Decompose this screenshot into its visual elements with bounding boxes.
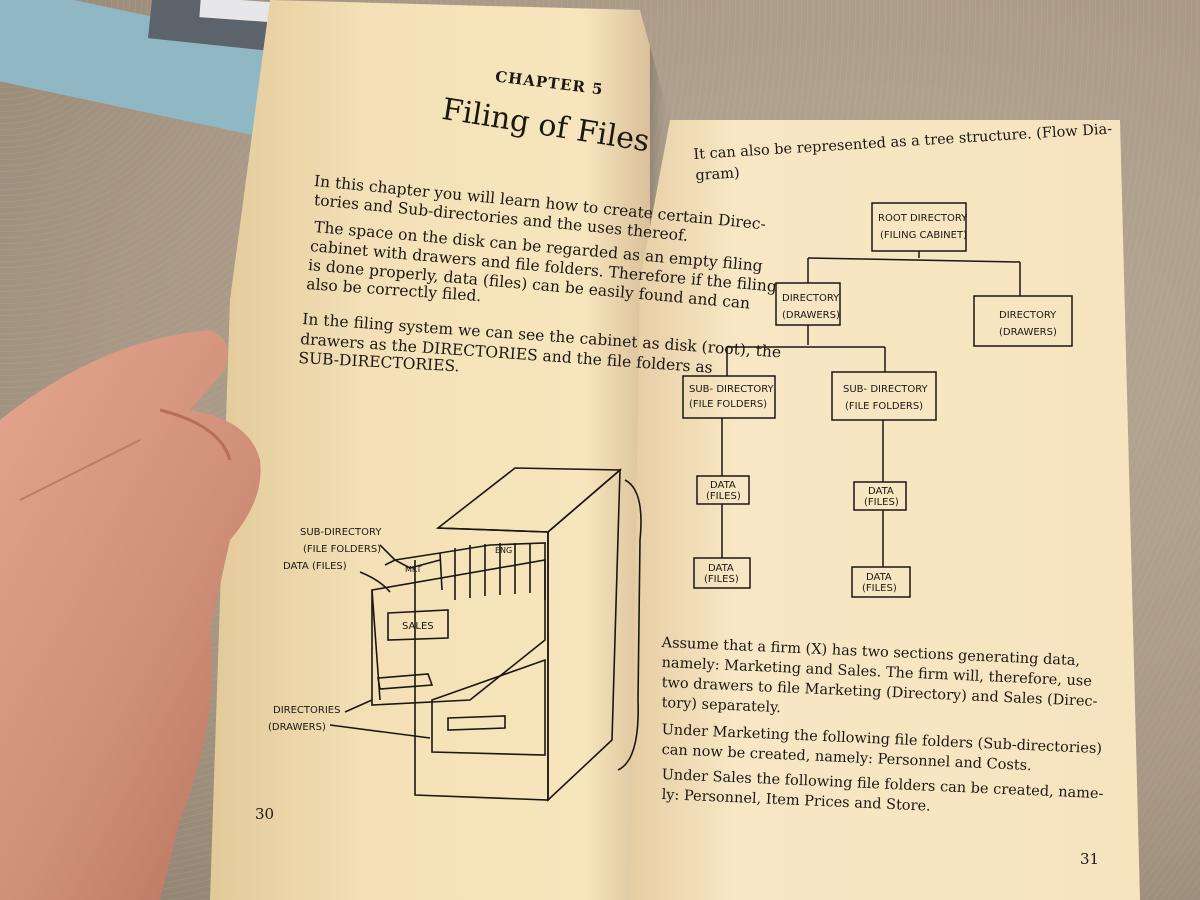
tree-root-label-1: ROOT DIRECTORY xyxy=(878,213,968,224)
hand xyxy=(0,330,261,900)
tree-data-1-label-1: DATA xyxy=(710,480,736,491)
tree-root-label-2: (FILING CABINET) xyxy=(880,230,967,241)
tree-sub-right-box xyxy=(831,371,937,421)
tree-labels: ROOT DIRECTORY (FILING CABINET) DIRECTOR… xyxy=(689,213,1057,594)
tree-data-2-label-2: (FILES) xyxy=(864,497,899,508)
tree-directory-right-box xyxy=(973,295,1073,347)
filing-cabinet-drawing xyxy=(329,467,642,802)
tree-directory-left-label-2: (DRAWERS) xyxy=(782,310,840,321)
label-mkt: MKT xyxy=(405,565,422,574)
tree-data-3-label-2: (FILES) xyxy=(704,574,739,585)
cabinet-labels: SUB-DIRECTORY (FILE FOLDERS) DATA (FILES… xyxy=(268,527,512,733)
label-drawers: (DRAWERS) xyxy=(268,722,326,733)
label-sub-directory: SUB-DIRECTORY xyxy=(300,527,382,538)
tree-data-box-4 xyxy=(851,566,911,598)
tree-data-3-label-1: DATA xyxy=(708,563,734,574)
right-page-number: 31 xyxy=(1080,850,1100,868)
tree-directory-left-label-1: DIRECTORY xyxy=(782,293,840,304)
tree-data-4-label-2: (FILES) xyxy=(862,583,897,594)
tree-data-box-1 xyxy=(696,475,750,505)
tree-data-1-label-2: (FILES) xyxy=(706,491,741,502)
left-page-number: 30 xyxy=(255,805,275,823)
label-file-folders: (FILE FOLDERS) xyxy=(303,544,381,555)
label-directories: DIRECTORIES xyxy=(273,705,340,716)
tree-sub-right-label-2: (FILE FOLDERS) xyxy=(845,401,923,412)
tree-sub-left-label-2: (FILE FOLDERS) xyxy=(689,399,767,410)
tree-data-box-2 xyxy=(853,481,907,511)
tree-sub-left-label-1: SUB- DIRECTORY xyxy=(689,384,775,395)
tree-sub-left-box xyxy=(682,375,776,419)
tree-data-box-3 xyxy=(693,557,751,589)
label-sales: SALES xyxy=(402,621,434,632)
tree-data-4-label-1: DATA xyxy=(866,572,892,583)
label-eng: ENG xyxy=(495,546,512,555)
tree-sub-right-label-1: SUB- DIRECTORY xyxy=(843,384,929,395)
tree-root-box xyxy=(871,202,967,252)
tree-directory-right-label-1: DIRECTORY xyxy=(999,310,1057,321)
left-page xyxy=(210,0,650,900)
tree-diagram xyxy=(682,202,1073,598)
tree-directory-right-label-2: (DRAWERS) xyxy=(999,327,1057,338)
tree-data-2-label-1: DATA xyxy=(868,486,894,497)
label-data-files: DATA (FILES) xyxy=(283,561,347,572)
